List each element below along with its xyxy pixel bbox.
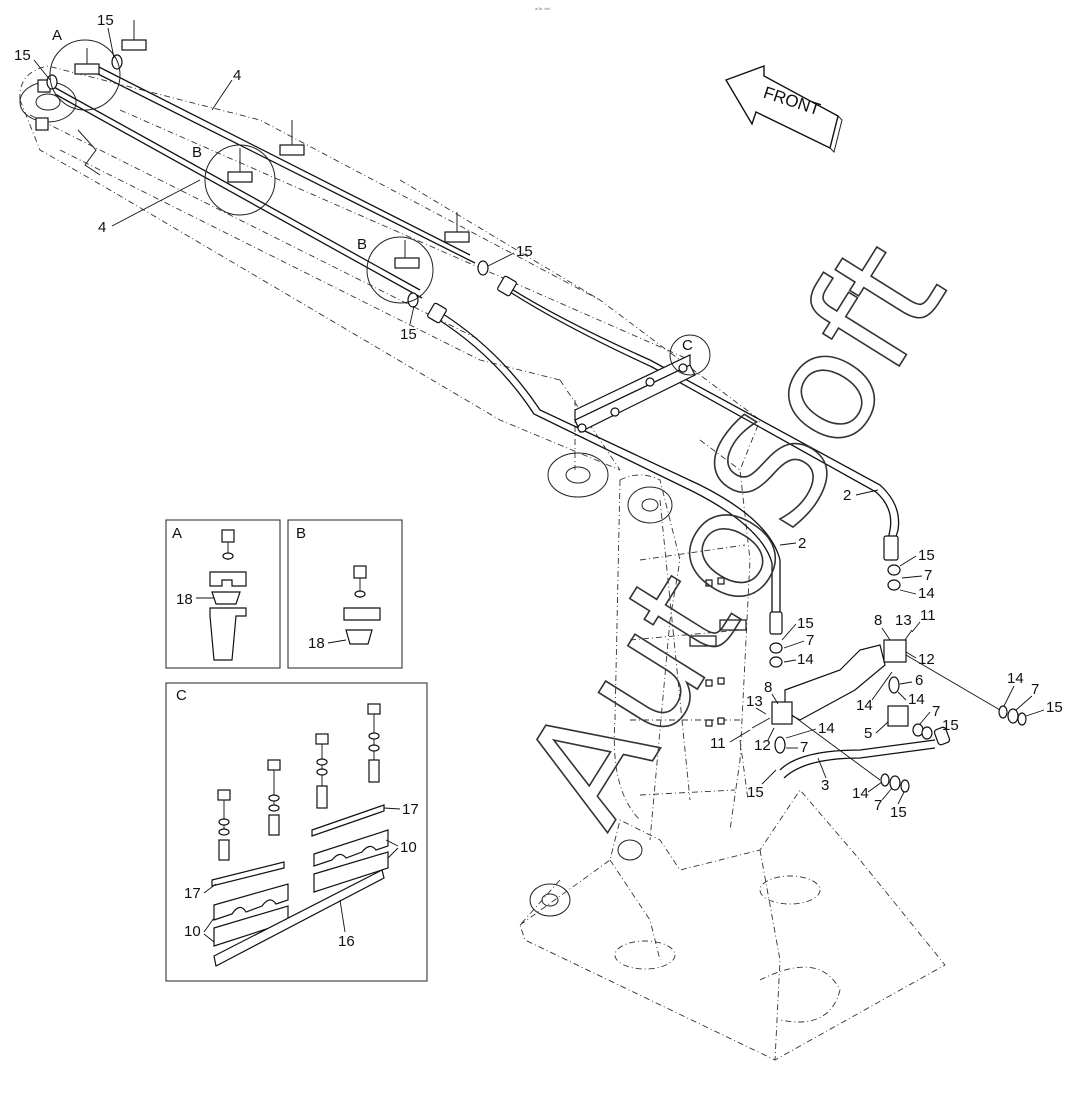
detail-c-label-16: 16 xyxy=(338,933,355,950)
header-mark: ᵃ⁰ᵇ ᵈᵉᶠ xyxy=(535,7,551,14)
bolt-stack-3 xyxy=(315,733,329,809)
detail-b-label-18: 18 xyxy=(308,635,325,652)
detail-c-label-17-right: 17 xyxy=(402,801,419,818)
detail-a-title: A xyxy=(172,525,182,542)
callout-14-far: 14 xyxy=(1007,670,1024,687)
callout-15-far: 15 xyxy=(1046,699,1063,716)
hose-2-right xyxy=(504,284,900,541)
callout-13-c: 13 xyxy=(746,693,763,710)
front-arrow: FRONT xyxy=(724,64,843,153)
callout-circle-b2: B xyxy=(357,236,367,253)
callout-12-c: 12 xyxy=(754,737,771,754)
callout-4-lower: 4 xyxy=(98,219,106,236)
pipe-4-upper xyxy=(94,64,476,264)
callout-12-r: 12 xyxy=(918,651,935,668)
callout-15-mid-l: 15 xyxy=(400,326,417,343)
callout-15-tl: 15 xyxy=(14,47,31,64)
callout-14-b: 14 xyxy=(852,785,869,802)
callout-6: 6 xyxy=(915,672,923,689)
callout-14-r3: 14 xyxy=(908,691,925,708)
clamp-10-lower xyxy=(213,883,289,921)
detail-circles xyxy=(49,39,711,376)
callout-15-c1: 15 xyxy=(797,615,814,632)
callout-7-far: 7 xyxy=(1031,681,1039,698)
callout-7-r2: 7 xyxy=(932,703,940,720)
bolt-stack-1 xyxy=(217,789,231,861)
callout-14-c2: 14 xyxy=(818,720,835,737)
callout-circle-b1: B xyxy=(192,144,202,161)
callout-15-r2: 15 xyxy=(942,717,959,734)
hose-3 xyxy=(779,739,936,779)
detail-b-title: B xyxy=(296,525,306,542)
clamp-10-upper xyxy=(313,829,389,867)
hose-fittings xyxy=(46,54,899,635)
callout-7-b: 7 xyxy=(874,797,882,814)
column-outline xyxy=(547,439,751,841)
callout-circle-a: A xyxy=(52,27,62,44)
boom-outline xyxy=(19,65,761,471)
callouts: A B B C 15 15 4 4 15 15 2 2 15 7 14 8 13… xyxy=(14,12,1063,821)
hose-2-center xyxy=(435,311,781,620)
valve-block xyxy=(739,564,1027,801)
callout-8-c: 8 xyxy=(764,679,772,696)
callout-15-c2: 15 xyxy=(747,784,764,801)
detail-box-c: C xyxy=(165,682,428,982)
plate-17-upper xyxy=(311,804,385,837)
pipe-4-lower xyxy=(51,85,423,299)
callout-7-r1: 7 xyxy=(924,567,932,584)
pipe-clamps xyxy=(74,20,470,269)
detail-c-label-10-left: 10 xyxy=(184,923,201,940)
callout-11-c: 11 xyxy=(710,735,726,752)
callout-14-r1: 14 xyxy=(918,585,935,602)
callout-14-r2: 14 xyxy=(856,697,873,714)
boom-tip xyxy=(19,79,101,176)
callout-15-mid-r: 15 xyxy=(516,243,533,260)
clamp-assembly-c xyxy=(574,354,696,433)
detail-c-label-17-left: 17 xyxy=(184,885,201,902)
bolt-stack-2 xyxy=(267,759,281,836)
watermark: AutoSoft xyxy=(490,214,979,853)
callout-13-r: 13 xyxy=(895,612,912,629)
callout-7-c2: 7 xyxy=(800,739,808,756)
detail-box-a: A 18 xyxy=(165,519,281,669)
detail-c-label-10-right: 10 xyxy=(400,839,417,856)
plate-17-lower xyxy=(211,861,285,887)
callout-15-r1: 15 xyxy=(918,547,935,564)
callout-2-center: 2 xyxy=(798,535,806,552)
callout-4-upper: 4 xyxy=(233,67,241,84)
base-frame xyxy=(519,789,946,1061)
callout-circle-c: C xyxy=(682,337,693,354)
clamp-10-upper-b xyxy=(313,851,389,893)
callout-8-r: 8 xyxy=(874,612,882,629)
callout-7-c1: 7 xyxy=(806,632,814,649)
detail-box-b: B 18 xyxy=(287,519,403,669)
detail-c-title: C xyxy=(176,687,187,704)
strip-16 xyxy=(213,869,385,967)
callout-15-b: 15 xyxy=(890,804,907,821)
callout-2-right: 2 xyxy=(843,487,851,504)
callout-5: 5 xyxy=(864,725,872,742)
callout-11-r: 11 xyxy=(920,607,936,624)
detail-a-label-18: 18 xyxy=(176,591,193,608)
callout-14-c1: 14 xyxy=(797,651,814,668)
callout-3: 3 xyxy=(821,777,829,794)
callout-15-top: 15 xyxy=(97,12,114,29)
bolt-stack-4 xyxy=(367,703,381,783)
